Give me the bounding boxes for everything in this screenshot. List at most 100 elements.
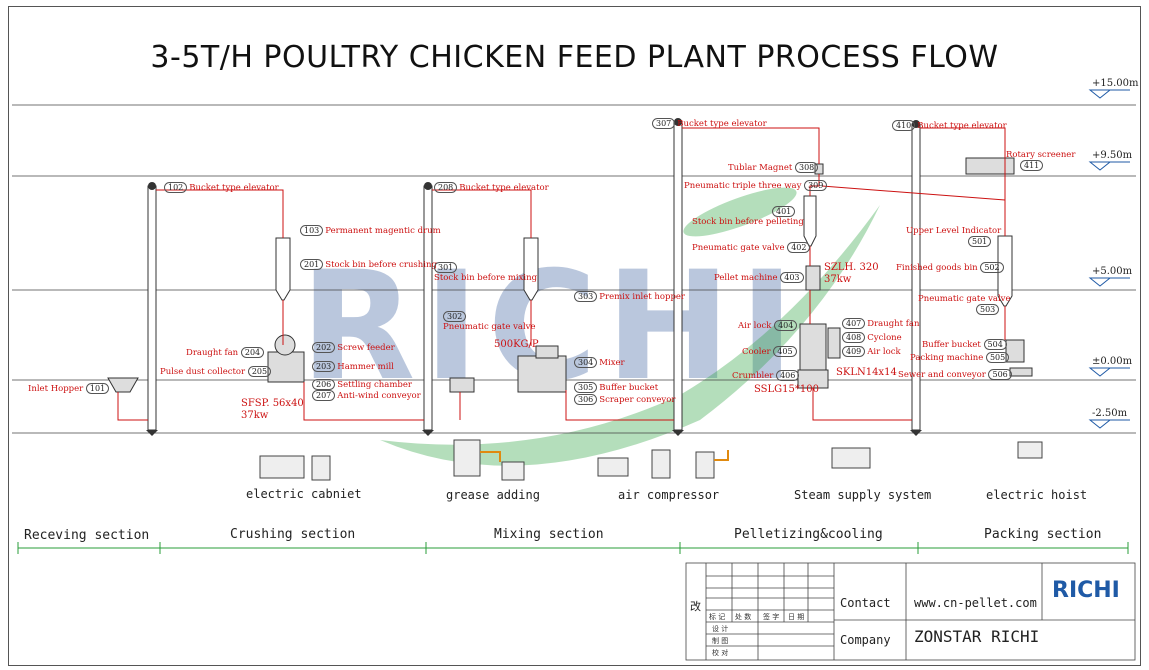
label-gate-valve-402: Pneumatic gate valve 402 — [692, 242, 812, 253]
level-9-5m: +9.50m — [1092, 150, 1133, 161]
cell-drawing: 制 图 — [712, 637, 729, 645]
label-triple-three-way: Pneumatic triple three way 309 — [684, 180, 829, 191]
electric-cabinet-icon-2 — [311, 455, 331, 481]
aux-electric-hoist: electric hoist — [986, 488, 1088, 502]
air-dryer-icon — [695, 451, 715, 479]
elevator-102 — [147, 185, 157, 431]
air-pipe — [714, 450, 729, 461]
aux-electric-cabinet: electric cabniet — [246, 487, 362, 501]
level-0m: ±0.00m — [1092, 356, 1133, 367]
revision-mark: 改 — [690, 600, 701, 613]
inlet-hopper-101 — [107, 377, 139, 393]
bin-301 — [523, 237, 539, 301]
page-title: 3-5T/H POULTRY CHICKEN FEED PLANT PROCES… — [150, 40, 999, 75]
label-buffer-bucket-504: Buffer bucket 504 — [922, 339, 1009, 350]
elevator-208 — [423, 185, 433, 431]
label-pellet-machine: Pellet machine 403 — [714, 272, 806, 283]
elevator-410 — [911, 123, 921, 431]
label-finished-goods-bin: Finished goods bin 502 — [896, 262, 1006, 273]
aux-air-compressor: air compressor — [618, 488, 720, 502]
electric-cabinet-icon — [259, 455, 305, 479]
cell-sign: 签 字 — [763, 613, 780, 621]
contact-value: www.cn-pellet.com — [914, 596, 1037, 610]
level-5m: +5.00m — [1092, 266, 1133, 277]
grease-tank-icon — [453, 439, 481, 477]
label-draught-fan-204: Draught fan 204 — [186, 347, 266, 358]
pellet-mill-403 — [805, 265, 821, 291]
section-receiving: Receving section — [24, 528, 150, 543]
spec-mill-model: SFSP. 56x40 — [241, 398, 304, 409]
level-15m: +15.00m — [1092, 78, 1139, 89]
cell-date: 日 期 — [788, 613, 805, 621]
label-pulse-dust-collector: Pulse dust collector 205 — [160, 366, 273, 377]
section-pelletizing-cooling: Pelletizing&cooling — [734, 527, 883, 542]
spec-cooler-model: SKLN14x14 — [836, 367, 897, 378]
green-swoosh — [380, 205, 880, 466]
mixer-304 — [517, 355, 567, 393]
cell-mark: 标 记 — [709, 613, 726, 621]
aux-steam-supply: Steam supply system — [794, 488, 932, 502]
bin-502 — [997, 235, 1013, 307]
green-swoosh-top — [683, 187, 797, 237]
cell-check: 校 对 — [712, 649, 729, 657]
bin-401 — [803, 195, 817, 247]
label-packing-machine: Packing machine 505 — [910, 352, 1011, 363]
label-crumbler: Crumbler 406 — [732, 370, 801, 381]
section-mixing: Mixing section — [494, 527, 604, 542]
elevator-307 — [673, 121, 683, 431]
rotary-screener-411 — [965, 157, 1015, 175]
cell-count: 处 数 — [735, 613, 752, 621]
level-minus-2-5m: -2.50m — [1092, 408, 1128, 419]
label-cooler: Cooler 405 — [742, 346, 799, 357]
contact-label: Contact — [840, 596, 891, 610]
section-crushing: Crushing section — [230, 527, 356, 542]
hammer-mill-203 — [267, 351, 305, 383]
section-packing: Packing section — [984, 527, 1102, 542]
cooler-405 — [799, 323, 827, 371]
spec-pellet-model: SZLH. 320 — [824, 262, 879, 273]
bin-201 — [275, 237, 291, 301]
company-value: ZONSTAR RICHI — [914, 627, 1040, 646]
cell-design: 设 计 — [712, 625, 729, 633]
electric-hoist-icon — [1017, 441, 1043, 459]
air-tank-icon — [651, 449, 671, 479]
steam-boiler-icon — [831, 447, 871, 469]
mill-fan — [274, 334, 296, 356]
title-block — [685, 562, 1136, 661]
grease-pump-icon — [501, 461, 525, 481]
drawing-frame — [8, 6, 1141, 666]
spec-mixer-capacity: 500KG/P — [494, 339, 539, 350]
label-sewer-conveyor: Sewer and conveyor 506 — [898, 369, 1014, 380]
cyclone-408 — [827, 327, 841, 359]
mixer-top — [535, 345, 559, 359]
hopper-208 — [449, 377, 475, 393]
label-air-lock-404: Air lock 404 — [738, 320, 799, 331]
spec-pellet-power: 37kw — [824, 274, 852, 285]
grease-pipe — [480, 451, 501, 462]
spec-mill-power: 37kw — [241, 410, 269, 421]
air-compressor-icon — [597, 457, 629, 477]
